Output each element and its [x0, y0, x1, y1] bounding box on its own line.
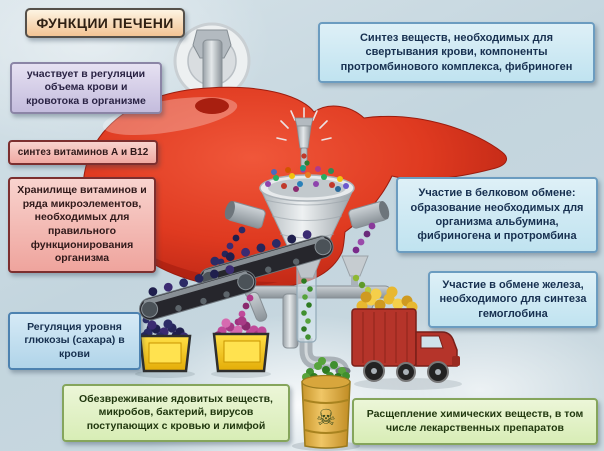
conveyor-belt-lower	[139, 265, 257, 321]
skull-icon: ☠	[316, 405, 336, 430]
liver-spigot	[276, 107, 332, 167]
bin-left	[138, 319, 192, 373]
callout-vitamin-synthesis: синтез витаминов А и В12	[8, 140, 158, 165]
page-title: ФУНКЦИИ ПЕЧЕНИ	[25, 8, 185, 38]
callout-vitamin-storage: Хранилище витаминов и ряда микроэлементо…	[8, 177, 156, 273]
callout-blood-regulation: участвует в регуляции объема крови и кро…	[10, 62, 162, 114]
callout-iron-metabolism: Участие в обмене железа, необходимого дл…	[428, 271, 598, 328]
bin-right	[212, 316, 270, 373]
callout-protein-metabolism: Участие в белковом обмене: образование н…	[396, 177, 598, 253]
callout-clotting-factors: Синтез веществ, необходимых для свертыва…	[318, 22, 595, 83]
glass-tube	[296, 257, 317, 343]
funnel-left-pipe	[224, 201, 266, 229]
truck	[351, 286, 460, 383]
truck-window	[420, 335, 444, 349]
funnel-beads	[265, 165, 349, 192]
callout-glucose-regulation: Регуляция уровня глюкозы (сахара) в кров…	[8, 312, 141, 370]
callout-detoxification: Обезвреживание ядовитых веществ, микробо…	[62, 384, 290, 442]
callout-chemical-breakdown: Расщепление химических веществ, в том чи…	[352, 398, 598, 445]
toxic-barrel: ☠	[301, 357, 351, 449]
